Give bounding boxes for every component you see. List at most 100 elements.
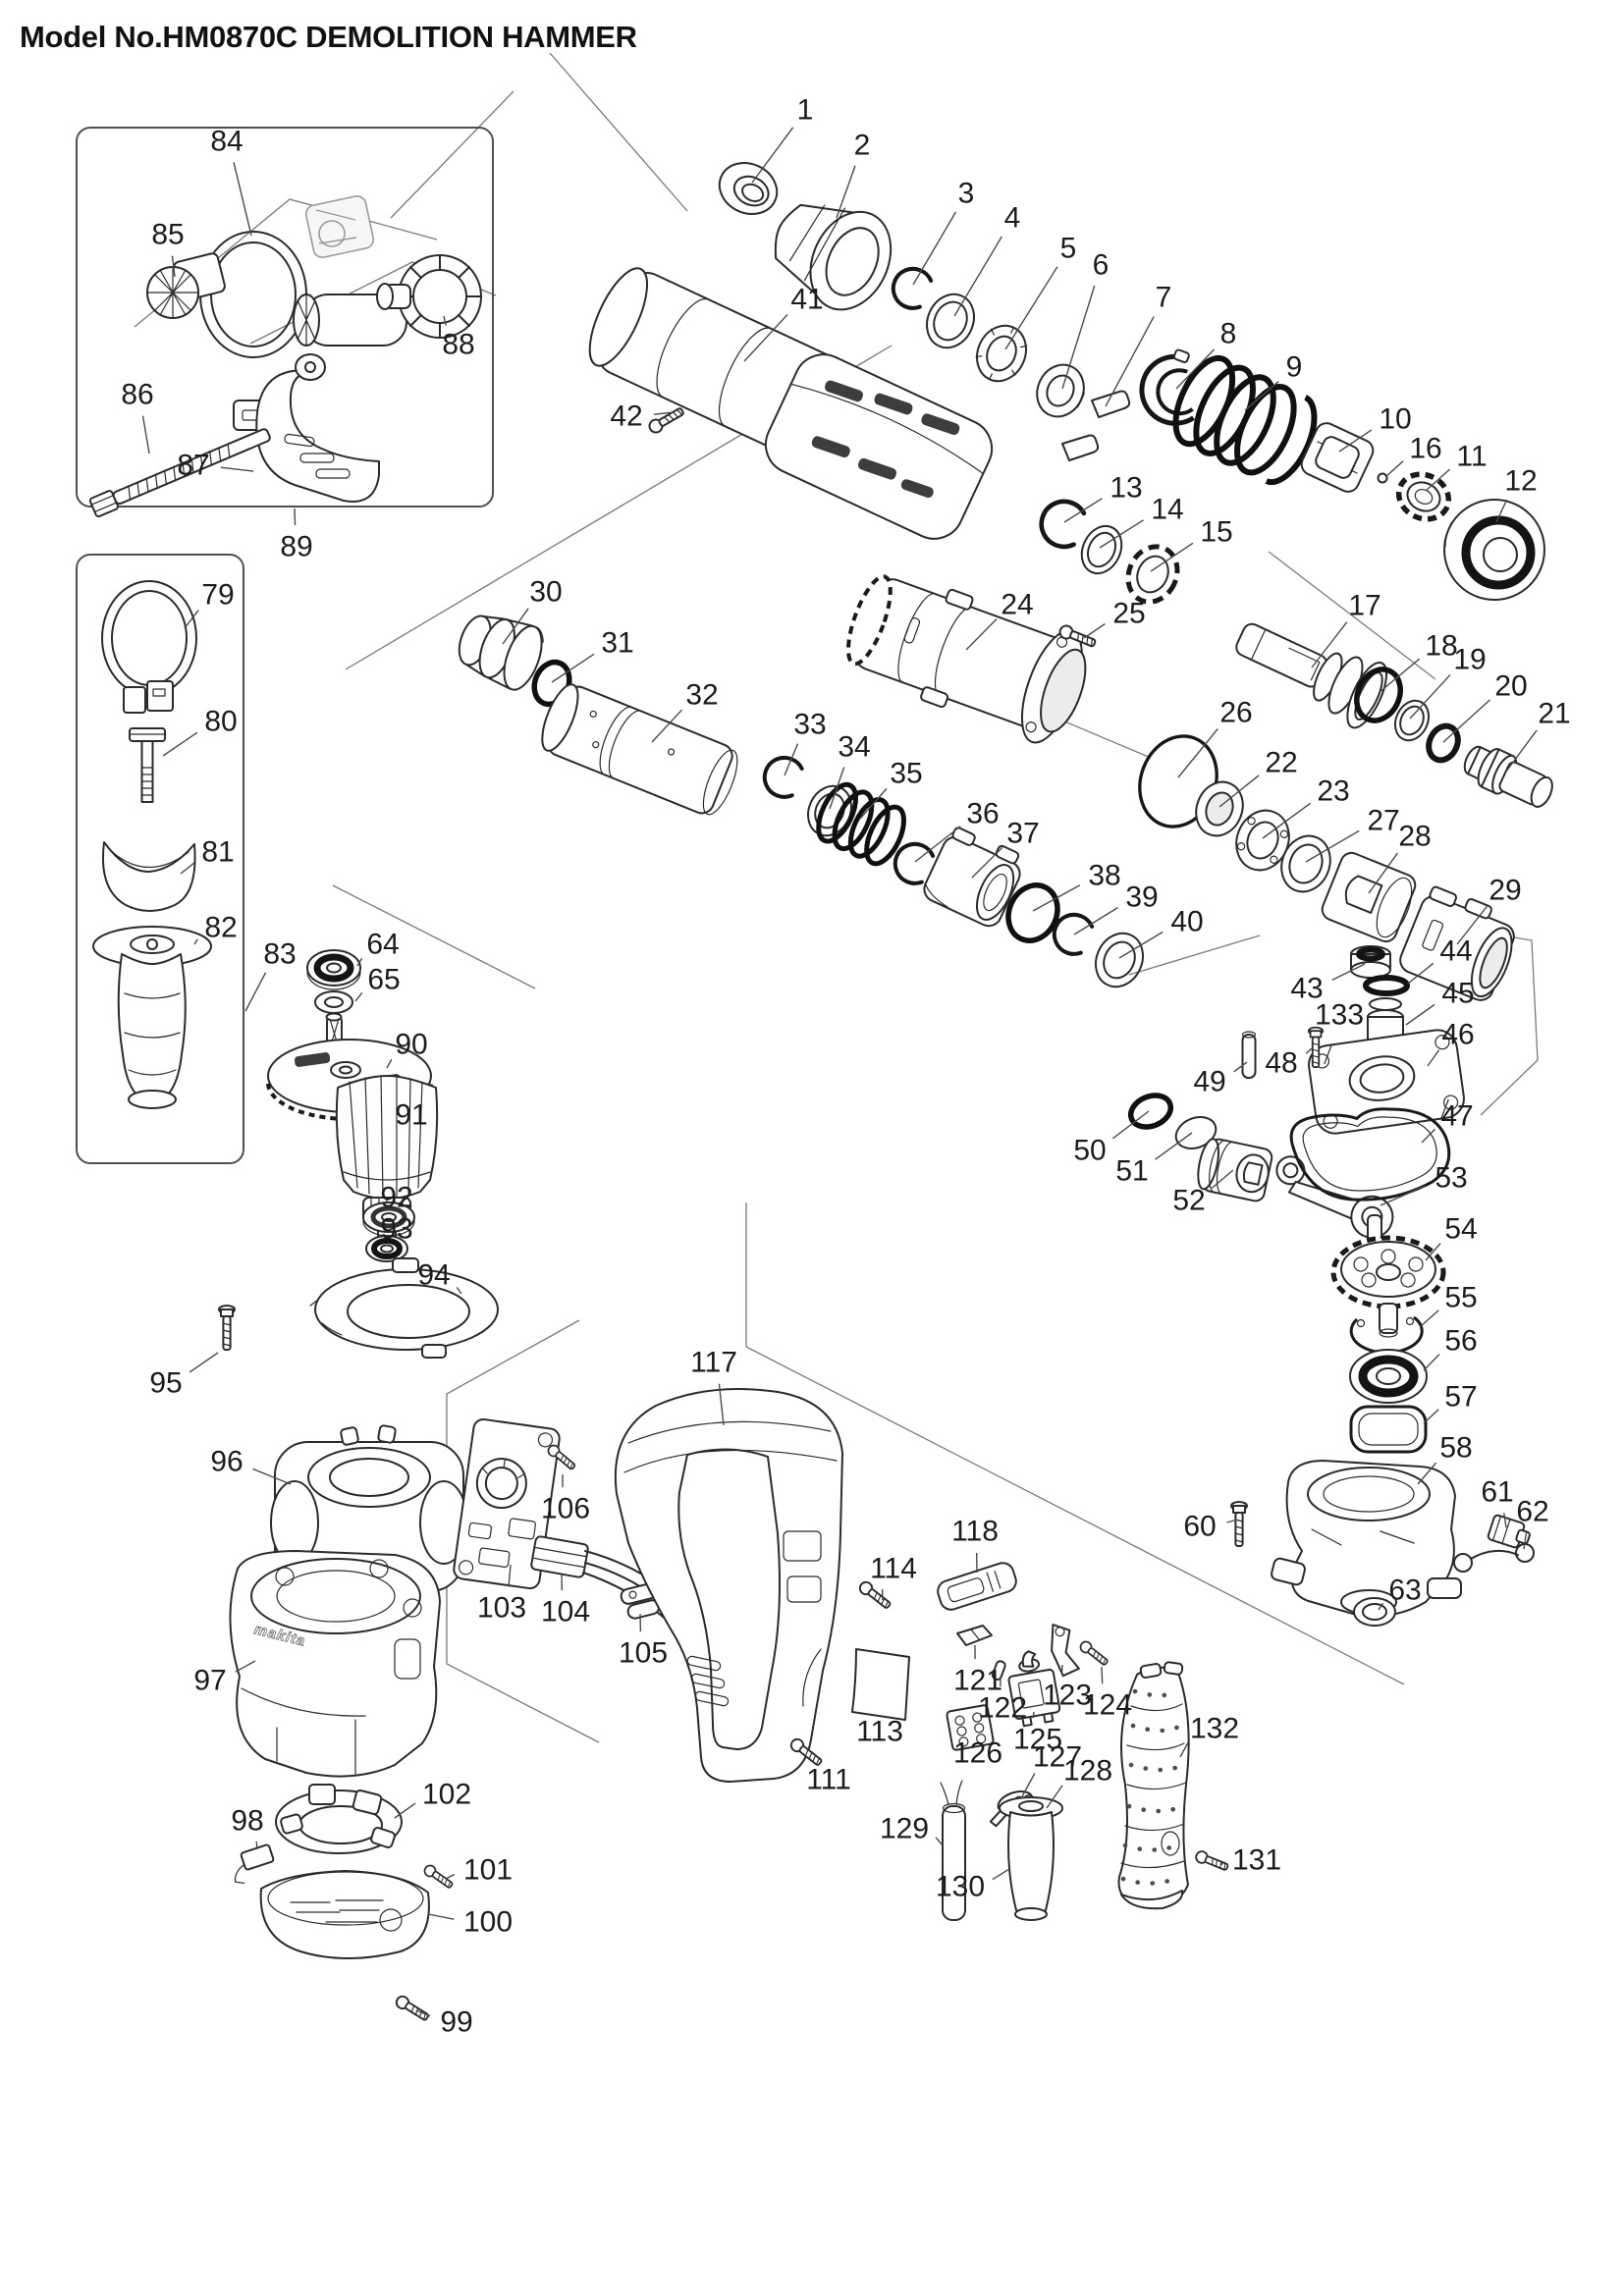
part-label-50: 50 [1073, 1135, 1106, 1167]
part-label-26: 26 [1219, 697, 1252, 729]
part-leader-40 [1118, 931, 1164, 959]
part-label-82: 82 [204, 912, 237, 944]
part-leader-56 [1423, 1354, 1440, 1371]
part-leader-58 [1417, 1462, 1437, 1485]
part-leader-52 [1211, 1169, 1234, 1190]
part-leader-99 [415, 2009, 431, 2017]
part-label-101: 101 [463, 1854, 513, 1887]
part-label-7: 7 [1156, 282, 1172, 314]
part-21-joint [1463, 745, 1553, 808]
part-leader-86 [141, 415, 150, 454]
part-label-42: 42 [610, 400, 642, 433]
part-62-lead-wire [1453, 1543, 1535, 1573]
part-label-17: 17 [1348, 590, 1380, 622]
part-leader-47 [1421, 1128, 1436, 1144]
part-leader-133 [1368, 1002, 1373, 1008]
part-leader-6 [1061, 285, 1096, 390]
part-label-38: 38 [1088, 860, 1120, 892]
part-label-53: 53 [1435, 1162, 1467, 1195]
part-leader-28 [1368, 852, 1398, 894]
part-leader-24 [965, 618, 998, 651]
part-leader-131 [1220, 1862, 1223, 1866]
part-label-36: 36 [966, 798, 999, 830]
part-label-8: 8 [1220, 318, 1237, 350]
part-label-15: 15 [1200, 516, 1232, 549]
part-leader-10 [1338, 429, 1373, 453]
part-65-washer [314, 990, 353, 1014]
part-leader-101 [445, 1873, 456, 1880]
part-leader-124 [1101, 1666, 1104, 1684]
part-label-99: 99 [440, 2006, 472, 2039]
part-60-screw [1230, 1501, 1248, 1547]
part-46-crank-cap [1308, 1029, 1465, 1135]
part-leader-44 [1407, 962, 1435, 985]
part-leader-127 [1020, 1773, 1036, 1799]
part-label-96: 96 [210, 1446, 243, 1478]
part-leader-38 [1032, 884, 1081, 912]
part-leader-123 [1060, 1664, 1063, 1675]
part-15-lock-ring [1125, 544, 1180, 605]
part-leader-39 [1073, 907, 1118, 935]
part-label-113: 113 [856, 1716, 903, 1748]
part-123-lever [1051, 1624, 1080, 1678]
part-leader-50 [1111, 1110, 1150, 1140]
leader-lines [141, 127, 1538, 2017]
part-leader-43 [1331, 963, 1366, 982]
part-label-65: 65 [367, 964, 400, 996]
part-leader-35 [859, 787, 888, 820]
part-leader-96 [252, 1468, 292, 1485]
part-label-25: 25 [1112, 598, 1145, 630]
part-leader-61 [1503, 1513, 1507, 1528]
part-38-oring [1005, 882, 1060, 943]
part-label-81: 81 [201, 836, 234, 869]
part-label-9: 9 [1286, 351, 1303, 384]
part-label-13: 13 [1110, 472, 1142, 505]
part-label-48: 48 [1265, 1047, 1297, 1080]
part-44-oring [1363, 975, 1410, 996]
part-56-bearing [1349, 1349, 1428, 1404]
part-label-125: 125 [1013, 1724, 1062, 1756]
part-94-baffle [309, 1257, 499, 1359]
part-leader-42 [653, 411, 675, 415]
part-ghost-housing [304, 195, 375, 258]
part-leader-88 [443, 315, 447, 326]
part-61-terminal [1487, 1514, 1531, 1549]
part-label-51: 51 [1115, 1155, 1148, 1188]
part-label-60: 60 [1183, 1511, 1216, 1543]
part-leader-45 [1405, 1003, 1435, 1026]
part-label-47: 47 [1440, 1100, 1473, 1133]
part-leader-49 [1233, 1061, 1248, 1073]
part-label-5: 5 [1060, 233, 1077, 265]
part-leader-25 [1083, 622, 1106, 639]
page-title: Model No.HM0870C DEMOLITION HAMMER [20, 20, 637, 54]
part-label-131: 131 [1232, 1844, 1281, 1877]
part-label-27: 27 [1367, 805, 1399, 837]
part-51-ring [1174, 1116, 1218, 1149]
part-leader-21 [1505, 729, 1538, 773]
part-leader-23 [1262, 802, 1312, 839]
part-label-127: 127 [1033, 1741, 1082, 1774]
part-16-pin [1377, 472, 1388, 484]
part-leader-14 [1099, 519, 1144, 549]
part-label-37: 37 [1006, 818, 1039, 850]
part-label-129: 129 [880, 1813, 929, 1845]
part-100-cap [259, 1870, 430, 1959]
part-50-oring [1127, 1093, 1174, 1130]
part-40-ring [1095, 932, 1144, 988]
part-2-front-cap [774, 203, 893, 311]
part-label-86: 86 [121, 379, 153, 411]
part-leader-89 [294, 507, 297, 526]
part-label-87: 87 [177, 450, 209, 482]
part-11-castle-nut [1395, 471, 1452, 522]
part-label-29: 29 [1489, 875, 1521, 907]
part-label-61: 61 [1481, 1476, 1513, 1509]
part-leader-22 [1218, 774, 1260, 808]
part-122-pin [991, 1660, 1006, 1681]
part-label-128: 128 [1063, 1755, 1112, 1788]
part-leader-84 [233, 162, 252, 237]
part-label-80: 80 [204, 706, 237, 738]
part-label-106: 106 [541, 1493, 590, 1525]
part-label-123: 123 [1043, 1680, 1092, 1712]
